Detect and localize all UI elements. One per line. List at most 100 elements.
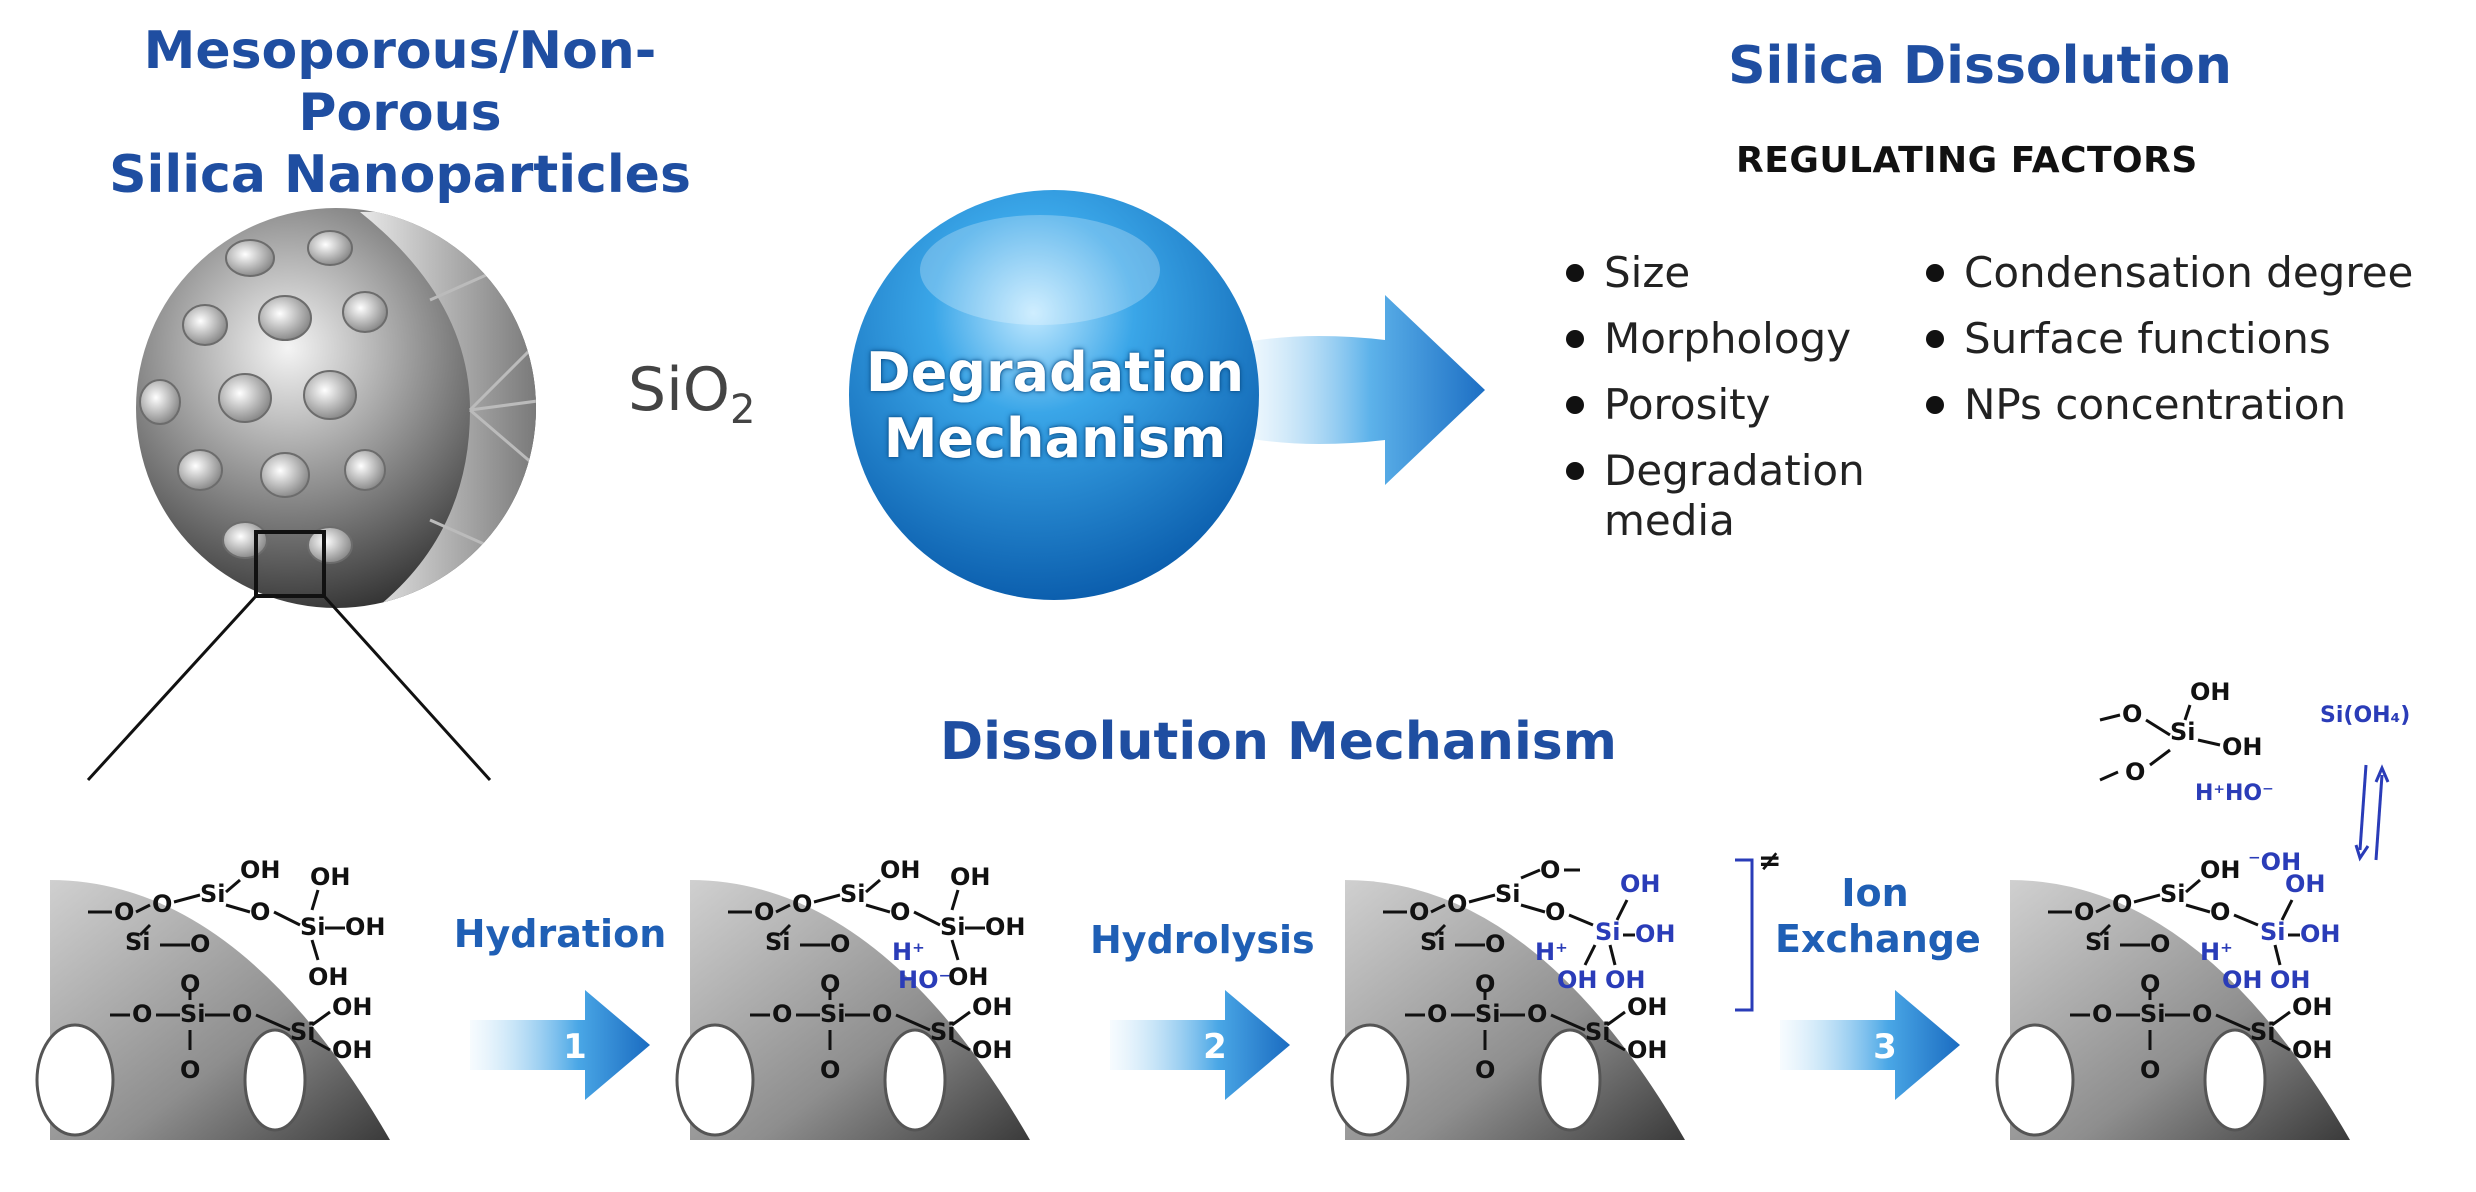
chem-atom-label: O bbox=[1409, 898, 1429, 926]
chem-bond bbox=[310, 939, 320, 961]
step-arrow-1: 1 bbox=[470, 990, 650, 1100]
factor-item: Surface functions bbox=[1920, 306, 2460, 372]
chem-atom-label: O bbox=[1545, 898, 1565, 926]
chem-atom-label: O bbox=[1447, 890, 1467, 918]
chem-atom-label: OH bbox=[308, 963, 349, 991]
step-number-3: 3 bbox=[1873, 1027, 1897, 1067]
nanoparticle-title-line2: Silica Nanoparticles bbox=[109, 145, 691, 205]
chem-atom-label: O bbox=[2140, 970, 2160, 998]
chem-atom-label: OH bbox=[1627, 1036, 1668, 1064]
chem-ion-label: H⁺HO⁻ bbox=[2195, 781, 2274, 806]
chem-atom-label: O bbox=[180, 1056, 200, 1084]
chem-bond bbox=[273, 910, 301, 927]
chem-si-label: Si bbox=[1495, 880, 1521, 908]
chem-si-label: Si bbox=[125, 928, 151, 956]
chem-atom-label: OH bbox=[2190, 678, 2231, 706]
zoom-line-right bbox=[322, 594, 492, 782]
chem-atom-label: OH bbox=[2270, 966, 2311, 994]
factor-item: Morphology bbox=[1560, 306, 1900, 372]
chem-bond bbox=[951, 1010, 971, 1027]
chem-si-label: Si bbox=[290, 1018, 316, 1046]
chem-atom-label: O bbox=[2125, 758, 2145, 786]
chem-si-label: Si bbox=[1595, 918, 1621, 946]
degradation-line1: Degradation bbox=[865, 341, 1245, 404]
step-number-2: 2 bbox=[1203, 1027, 1227, 1067]
transition-symbol: ≠ bbox=[1758, 844, 1781, 877]
chem-bond bbox=[2095, 903, 2111, 914]
chem-atom-label: OH bbox=[1620, 870, 1661, 898]
chem-si-label: Si bbox=[1585, 1018, 1611, 1046]
zoom-box bbox=[254, 530, 326, 598]
chem-si-label: Si bbox=[940, 913, 966, 941]
surface-panel-2 bbox=[675, 880, 1030, 1140]
chem-bond bbox=[2273, 944, 2282, 966]
nanoparticle-title: Mesoporous/Non-Porous Silica Nanoparticl… bbox=[60, 20, 740, 206]
chem-bond bbox=[913, 910, 941, 927]
degradation-mechanism-label: Degradation Mechanism bbox=[855, 340, 1255, 472]
chem-si-label: Si bbox=[2170, 718, 2196, 746]
chem-si-label: Si bbox=[2085, 928, 2111, 956]
sio2-main: SiO bbox=[628, 355, 730, 425]
silica-dissolution-title: Silica Dissolution bbox=[1728, 36, 2232, 96]
chem-si-label: Si bbox=[930, 1018, 956, 1046]
chem-atom-label: OH bbox=[948, 963, 989, 991]
chem-bond bbox=[950, 889, 960, 911]
chem-atom-label: O bbox=[180, 970, 200, 998]
factor-item: Size bbox=[1560, 240, 1900, 306]
chem-atom-label: O bbox=[820, 970, 840, 998]
step-label-ion-exchange: Ion Exchange bbox=[1775, 871, 1981, 961]
chem-atom-label: O bbox=[190, 930, 210, 958]
surface-panels bbox=[35, 880, 2350, 1140]
chem-atom-label: O bbox=[2192, 1000, 2212, 1028]
chem-si-label: Si bbox=[2140, 1000, 2166, 1028]
factor-list-right: Condensation degree Surface functions NP… bbox=[1920, 240, 2460, 438]
factor-item: Porosity bbox=[1560, 372, 1900, 438]
chem-atom-label: OH bbox=[345, 913, 386, 941]
chem-ion-label: H⁺ bbox=[2200, 938, 2233, 966]
chem-bond bbox=[951, 1038, 971, 1052]
chem-atom-label: O bbox=[2140, 1056, 2160, 1084]
chem-bond bbox=[2233, 913, 2259, 927]
chem-bond bbox=[138, 923, 152, 937]
chem-bond bbox=[311, 1038, 331, 1052]
chem-si-label: Si bbox=[2160, 880, 2186, 908]
equilibrium-arrows bbox=[2354, 764, 2390, 862]
degradation-arrow bbox=[1230, 295, 1485, 485]
chem-atom-label: OH bbox=[332, 993, 373, 1021]
chem-atom-label: O bbox=[772, 1000, 792, 1028]
chem-bond bbox=[2133, 893, 2161, 904]
chem-bond bbox=[1433, 923, 1447, 937]
chem-atom-label: OH bbox=[2292, 1036, 2333, 1064]
chem-atom-label: OH bbox=[972, 993, 1013, 1021]
chem-atom-label: OH bbox=[1605, 966, 1646, 994]
chem-si-label: Si bbox=[180, 1000, 206, 1028]
chem-atom-label: O bbox=[1540, 856, 1560, 884]
chem-atom-label: OH bbox=[2300, 920, 2341, 948]
chem-bond bbox=[2149, 748, 2171, 767]
degradation-mechanism-ball bbox=[849, 190, 1485, 600]
chem-bond bbox=[310, 889, 320, 911]
chem-bond bbox=[1606, 1038, 1626, 1052]
chem-atom-label: O bbox=[2210, 898, 2230, 926]
chem-atom-label: OH bbox=[2222, 733, 2263, 761]
step-arrow-2: 2 bbox=[1110, 990, 1290, 1100]
chem-bond bbox=[1550, 1013, 1586, 1032]
chem-bond bbox=[865, 878, 881, 894]
chem-bond bbox=[2215, 1013, 2251, 1032]
chem-atom-label: O bbox=[2112, 890, 2132, 918]
chem-bond bbox=[775, 903, 791, 914]
chem-atom-label: O bbox=[1475, 970, 1495, 998]
chem-bond bbox=[135, 903, 151, 914]
step-label-hydration: Hydration bbox=[453, 912, 667, 956]
chem-ion-label: H⁺ bbox=[1535, 938, 1568, 966]
surface-panel-3 bbox=[1330, 880, 1685, 1140]
chem-atom-label: OH bbox=[985, 913, 1026, 941]
chem-atom-label: OH bbox=[310, 863, 351, 891]
chem-bond bbox=[1520, 868, 1541, 880]
chem-bond bbox=[225, 903, 251, 914]
surface-panel-1 bbox=[35, 880, 390, 1140]
step-arrow-3: 3 bbox=[1780, 990, 1960, 1100]
chem-atom-label: OH bbox=[1557, 966, 1598, 994]
